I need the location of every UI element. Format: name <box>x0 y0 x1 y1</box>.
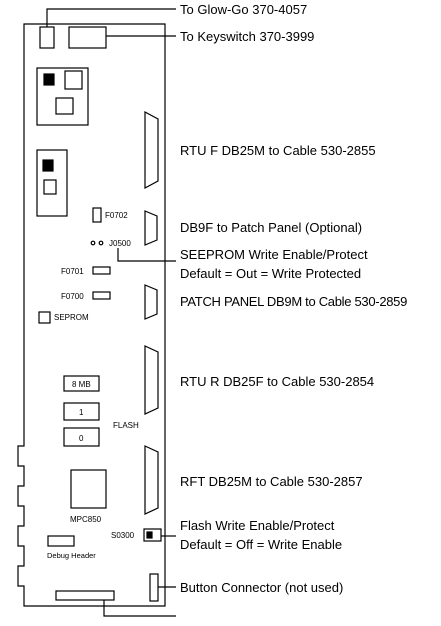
callout-db9f: DB9F to Patch Panel (Optional) <box>180 220 363 235</box>
fuse-f0701 <box>92 266 111 275</box>
label-j0500: J0500 <box>109 239 131 248</box>
j0500-pin-1 <box>90 240 96 246</box>
callout-seeprom-line1: SEEPROM Write Enable/Protect <box>180 247 368 262</box>
s0300-switch-lever <box>146 531 153 539</box>
label-flash: FLASH <box>113 421 139 430</box>
callout-patch-panel: PATCH PANEL DB9M to Cable 530-2859 <box>180 294 408 309</box>
rtu-f-db25-connector <box>144 110 159 190</box>
chip-module-top-b <box>64 70 83 90</box>
rtu-r-db25-connector <box>144 345 159 415</box>
fuse-f0700 <box>92 291 111 300</box>
debug-header-connector <box>47 535 75 547</box>
fuse-f0702 <box>92 207 102 223</box>
flash-slot-1 <box>63 402 100 421</box>
callout-rft: RFT DB25M to Cable 530-2857 <box>180 474 363 489</box>
keyswitch-connector <box>68 26 107 49</box>
seprom-chip <box>38 311 51 324</box>
callout-flash-line1: Flash Write Enable/Protect <box>180 518 335 533</box>
flash-slot-0 <box>63 427 100 447</box>
chip-module-mid-b <box>43 179 57 195</box>
mpc850-chip <box>70 469 107 509</box>
label-flash-slot-1: 1 <box>79 408 84 417</box>
callout-button-connector: Button Connector (not used) <box>180 580 344 595</box>
chip-module-top <box>36 67 89 126</box>
label-mpc850: MPC850 <box>70 515 102 524</box>
leader-seeprom <box>117 248 176 262</box>
circuit-board-outline <box>17 23 166 607</box>
chip-module-top-a <box>43 73 55 86</box>
callout-glow-go: To Glow-Go 370-4057 <box>180 2 308 17</box>
s0300-switch <box>143 528 162 542</box>
lcd-cable-connector <box>55 590 115 601</box>
button-connector <box>149 573 159 602</box>
label-debug-header: Debug Header <box>47 551 96 560</box>
chip-module-mid-a <box>42 159 54 172</box>
callout-keyswitch: To Keyswitch 370-3999 <box>180 29 315 44</box>
db9f-connector <box>144 210 158 246</box>
chip-module-top-c <box>55 97 74 115</box>
rft-db25-connector <box>144 445 159 515</box>
label-f0702: F0702 <box>105 211 128 220</box>
label-flash-slot-0: 0 <box>79 434 84 443</box>
callout-seeprom-line2: Default = Out = Write Protected <box>180 266 362 281</box>
patch-panel-db9-connector <box>144 284 158 320</box>
chip-module-mid <box>36 149 68 217</box>
label-seprom: SEPROM <box>54 313 89 322</box>
label-f0701: F0701 <box>61 267 84 276</box>
glow-go-connector <box>39 26 55 49</box>
memory-8mb-chip <box>63 375 100 392</box>
leader-lcd-cable <box>103 600 176 617</box>
leader-glow-go <box>46 8 176 27</box>
callout-rtu-f: RTU F DB25M to Cable 530-2855 <box>180 143 376 158</box>
label-8mb: 8 MB <box>72 380 91 389</box>
label-f0700: F0700 <box>61 292 84 301</box>
callout-rtu-r: RTU R DB25F to Cable 530-2854 <box>180 374 375 389</box>
label-s0300: S0300 <box>111 531 135 540</box>
callout-flash-line2: Default = Off = Write Enable <box>180 537 343 552</box>
j0500-pin-2 <box>98 240 104 246</box>
